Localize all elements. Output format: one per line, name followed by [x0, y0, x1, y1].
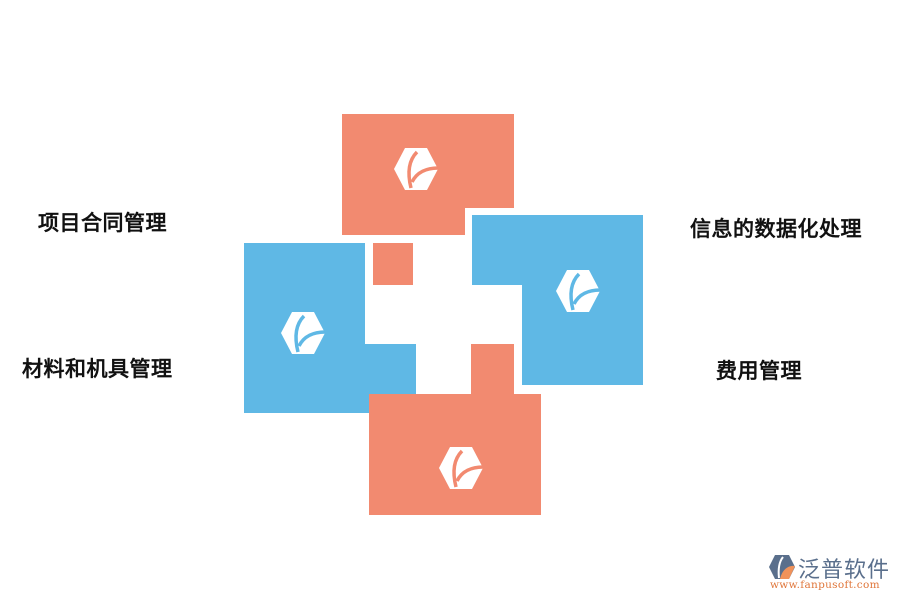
leaf-hexagon-icon [438, 445, 484, 491]
watermark-url: www.fanpusoft.com [770, 579, 880, 591]
tile-bottom-tab [471, 344, 514, 394]
tile-right-upper [472, 215, 643, 285]
label-material-equipment-management: 材料和机具管理 [22, 357, 173, 381]
label-expense-management: 费用管理 [716, 359, 802, 383]
watermark-brand-name: 泛普软件 [798, 558, 891, 583]
leaf-hexagon-icon [280, 310, 326, 356]
leaf-hexagon-icon [393, 146, 439, 192]
connector-square [373, 243, 413, 285]
fanpu-logo-icon [768, 554, 796, 580]
label-information-digitization: 信息的数据化处理 [690, 217, 862, 241]
watermark-logo: 泛普软件 www.fanpusoft.com [768, 552, 893, 592]
label-project-contract-management: 项目合同管理 [38, 211, 167, 235]
leaf-hexagon-icon [555, 268, 601, 314]
tile-top-lower [342, 208, 465, 235]
